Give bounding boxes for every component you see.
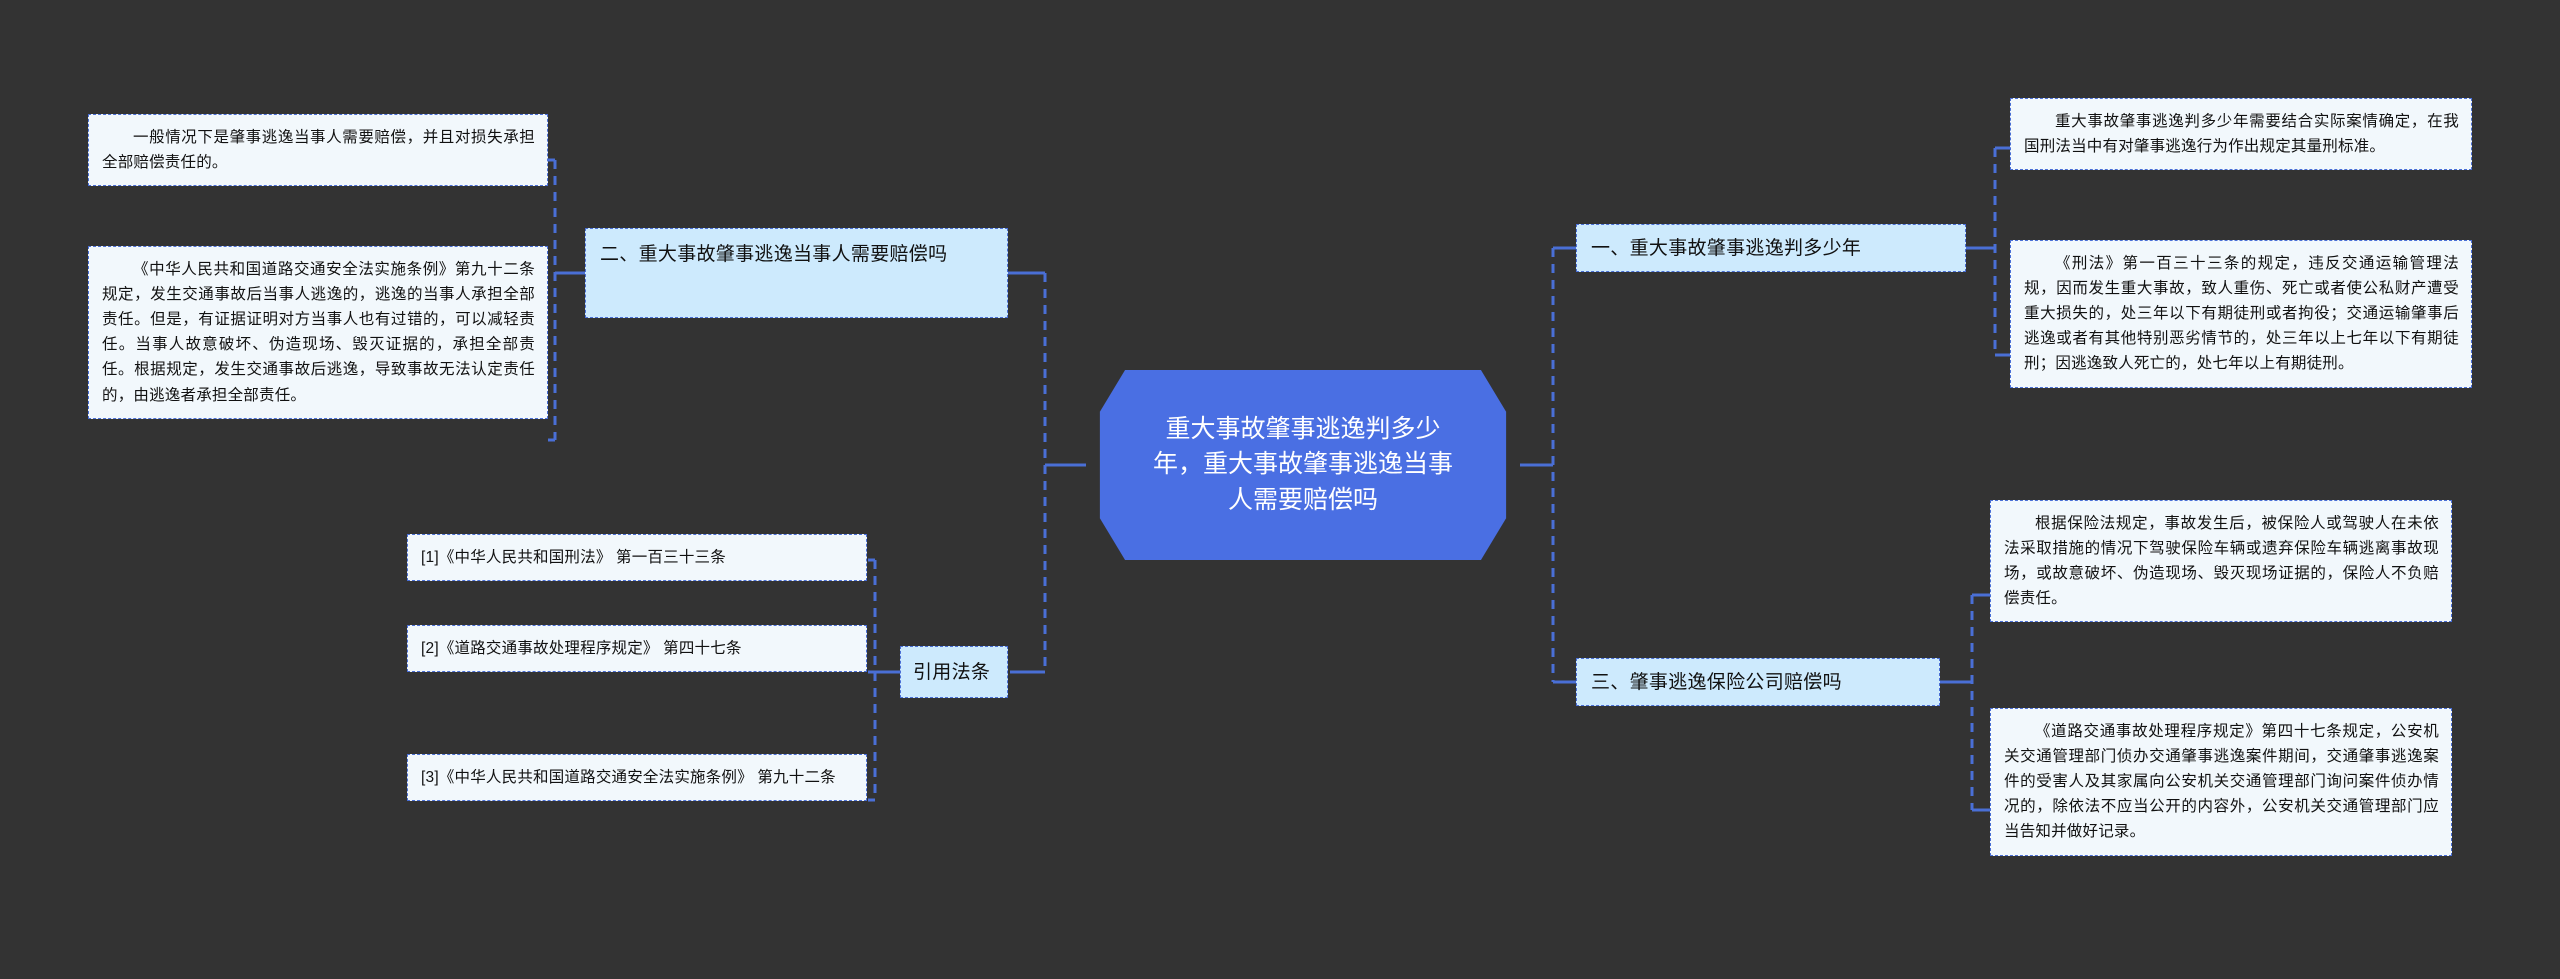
topic-right-1-label: 一、重大事故肇事逃逸判多少年 (1591, 238, 1862, 259)
citation-3[interactable]: [3]《中华人民共和国道路交通安全法实施条例》 第九十二条 (407, 754, 867, 802)
citation-text: [3]《中华人民共和国道路交通安全法实施条例》 第九十二条 (421, 769, 836, 786)
center-node[interactable]: 重大事故肇事逃逸判多少年，重大事故肇事逃逸当事人需要赔偿吗 (1099, 370, 1507, 560)
topic-right-1[interactable]: 一、重大事故肇事逃逸判多少年 (1576, 224, 1966, 272)
topic-right-3[interactable]: 三、肇事逃逸保险公司赔偿吗 (1576, 658, 1940, 706)
note-text: 《刑法》第一百三十三条的规定，违反交通运输管理法规，因而发生重大事故，致人重伤、… (2024, 255, 2459, 373)
citation-2[interactable]: [2]《道路交通事故处理程序规定》 第四十七条 (407, 625, 867, 673)
citation-text: [1]《中华人民共和国刑法》 第一百三十三条 (421, 549, 726, 566)
topic-left-2-label: 引用法条 (913, 662, 991, 683)
note-right-1-2[interactable]: 《刑法》第一百三十三条的规定，违反交通运输管理法规，因而发生重大事故，致人重伤、… (2010, 240, 2472, 388)
note-right-3-2[interactable]: 《道路交通事故处理程序规定》第四十七条规定，公安机关交通管理部门侦办交通肇事逃逸… (1990, 708, 2452, 856)
note-text: 根据保险法规定，事故发生后，被保险人或驾驶人在未依法采取措施的情况下驾驶保险车辆… (2004, 515, 2439, 608)
citation-1[interactable]: [1]《中华人民共和国刑法》 第一百三十三条 (407, 534, 867, 582)
center-node-title: 重大事故肇事逃逸判多少年，重大事故肇事逃逸当事人需要赔偿吗 (1153, 414, 1454, 514)
note-text: 重大事故肇事逃逸判多少年需要结合实际案情确定，在我国刑法当中有对肇事逃逸行为作出… (2024, 113, 2459, 156)
note-right-1-1[interactable]: 重大事故肇事逃逸判多少年需要结合实际案情确定，在我国刑法当中有对肇事逃逸行为作出… (2010, 98, 2472, 171)
note-text: 一般情况下是肇事逃逸当事人需要赔偿，并且对损失承担全部赔偿责任的。 (102, 129, 535, 172)
note-right-3-1[interactable]: 根据保险法规定，事故发生后，被保险人或驾驶人在未依法采取措施的情况下驾驶保险车辆… (1990, 500, 2452, 623)
citation-text: [2]《道路交通事故处理程序规定》 第四十七条 (421, 640, 742, 657)
note-left-1-1[interactable]: 一般情况下是肇事逃逸当事人需要赔偿，并且对损失承担全部赔偿责任的。 (88, 114, 548, 187)
note-text: 《道路交通事故处理程序规定》第四十七条规定，公安机关交通管理部门侦办交通肇事逃逸… (2004, 723, 2439, 841)
topic-left-1[interactable]: 二、重大事故肇事逃逸当事人需要赔偿吗 (585, 228, 1008, 318)
topic-right-3-label: 三、肇事逃逸保险公司赔偿吗 (1591, 672, 1842, 693)
note-text: 《中华人民共和国道路交通安全法实施条例》第九十二条规定，发生交通事故后当事人逃逸… (102, 261, 535, 404)
topic-left-2-citations[interactable]: 引用法条 (900, 646, 1008, 698)
topic-left-1-label: 二、重大事故肇事逃逸当事人需要赔偿吗 (600, 244, 948, 265)
note-left-1-2[interactable]: 《中华人民共和国道路交通安全法实施条例》第九十二条规定，发生交通事故后当事人逃逸… (88, 246, 548, 419)
